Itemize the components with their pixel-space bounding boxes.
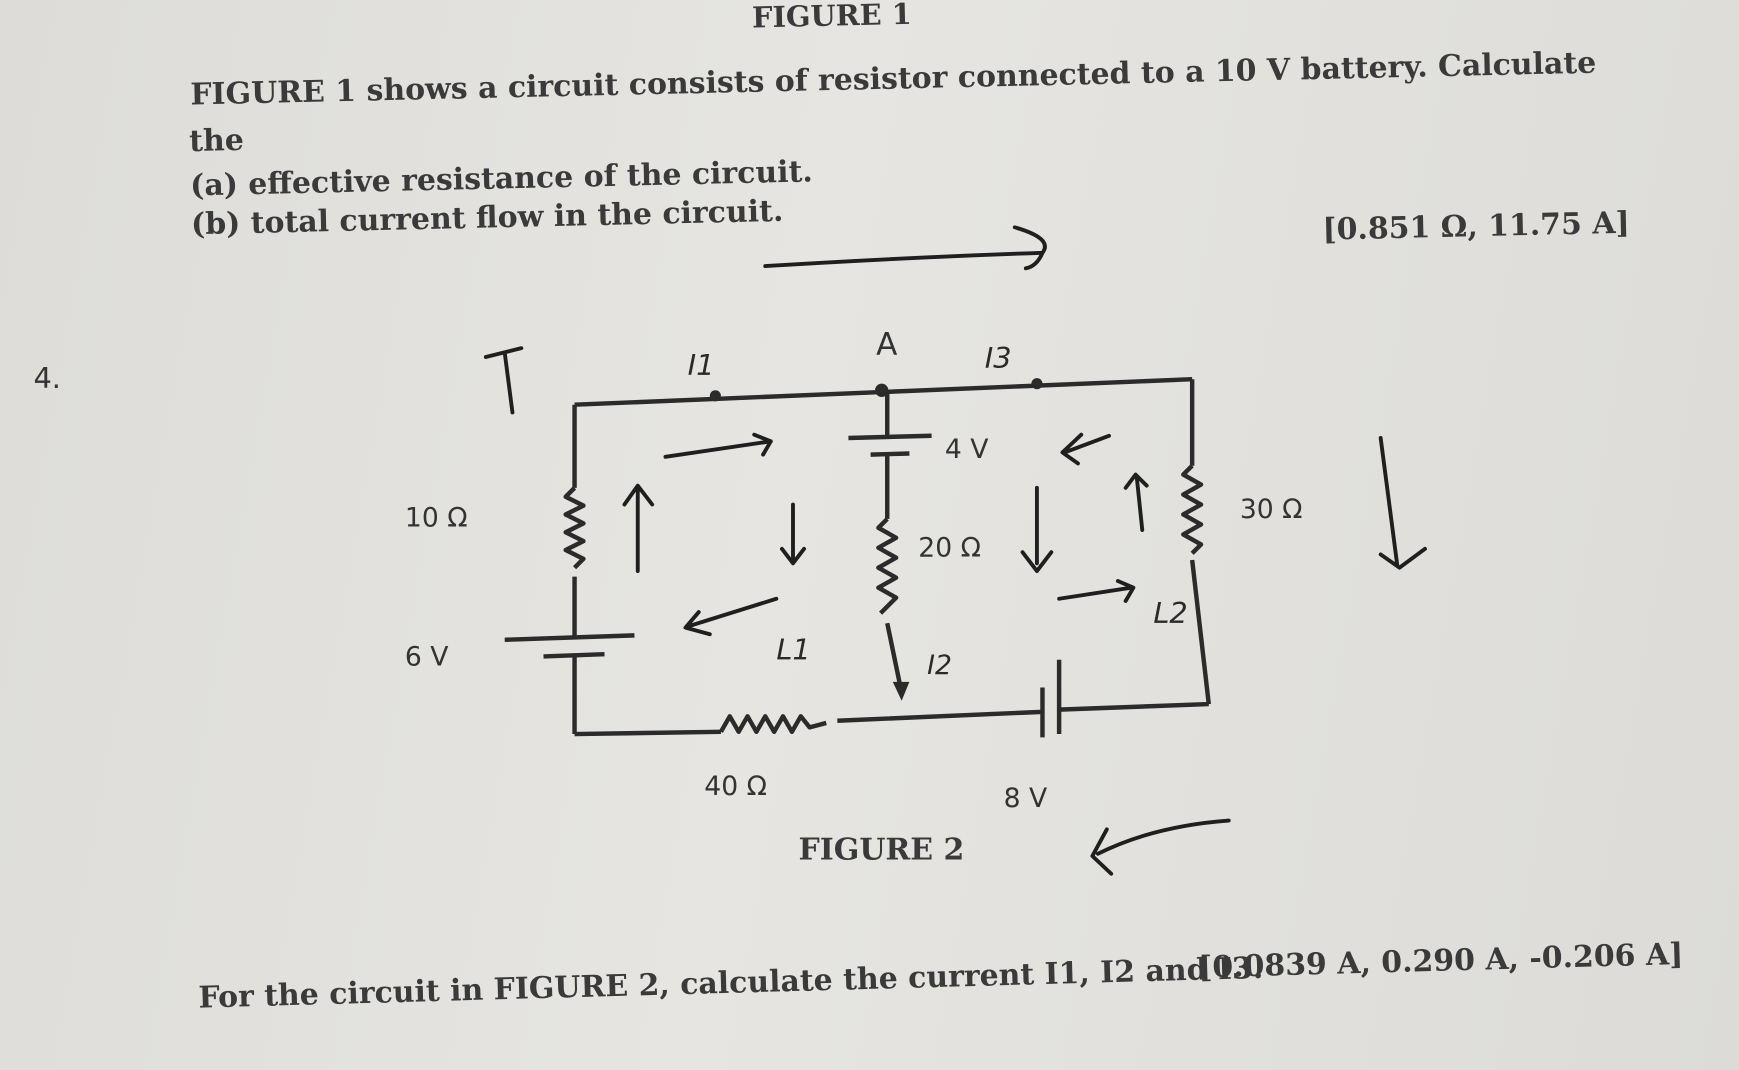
figure-1-caption: FIGURE 1 [752,0,912,34]
handwritten-arrow-down-l1 [779,502,807,566]
resistor-20-ohm [876,517,899,615]
handwritten-arrow-right-l1 [663,432,773,459]
battery-6v [504,633,635,659]
label-20-ohm: 20 Ω [918,533,981,564]
circuit-figure-2: I1 A I3 4 V 10 Ω 20 Ω 30 Ω 6 V L1 I2 L2 … [405,327,1427,876]
battery-4v [848,433,932,457]
label-30-ohm: 30 Ω [1240,494,1303,525]
bottom-wire [574,701,1209,737]
right-wire [1189,379,1211,705]
resistor-10-ohm [563,486,586,570]
question-4-answer: [0.0839 A, 0.290 A, -0.206 A] [1198,937,1684,986]
handwritten-arrow-left-l2 [1060,432,1111,466]
question-3-line-1: FIGURE 1 shows a circuit consists of res… [190,46,1597,113]
label-i2: I2 [927,650,952,681]
node-i1 [709,390,721,402]
label-4v: 4 V [945,434,989,465]
label-8v: 8 V [1004,783,1048,814]
node-a [875,383,889,397]
question-number: 4. [33,361,61,395]
resistor-30-ohm [1181,464,1204,555]
label-loop-l1: L1 [776,633,810,667]
handwritten-arrow-down-right [1378,436,1427,570]
label-node-a: A [876,327,897,363]
question-3-line-2: the [189,123,244,159]
handwritten-arrow-up-l2 [1123,472,1149,532]
middle-wire [885,390,903,688]
handwritten-arrow-bottom [1090,818,1231,876]
handwritten-arrow-up-l1 [622,483,655,573]
handwritten-arrow-right-l2 [1057,579,1136,603]
label-i1: I1 [688,348,715,382]
label-10-ohm: 10 Ω [405,503,468,534]
handwritten-arrow-top [763,225,1047,271]
label-6v: 6 V [405,641,449,672]
question-4-prompt: For the circuit in FIGURE 2, calculate t… [198,951,1264,1016]
question-3-answer: [0.851 Ω, 11.75 A] [1322,206,1630,248]
handwritten-arrow-up-left [483,346,524,415]
handwritten-arrow-down-l2 [1020,485,1054,573]
handwritten-arrow-left-l1 [683,596,779,637]
resistor-40-ohm [718,714,827,735]
node-i3 [1031,378,1043,390]
arrow-down-i2 [892,681,910,701]
label-40-ohm: 40 Ω [704,771,767,802]
label-i3: I3 [985,341,1012,375]
battery-8v [1040,659,1062,738]
label-loop-l2: L2 [1153,596,1187,630]
figure-2-caption: FIGURE 2 [799,832,965,867]
